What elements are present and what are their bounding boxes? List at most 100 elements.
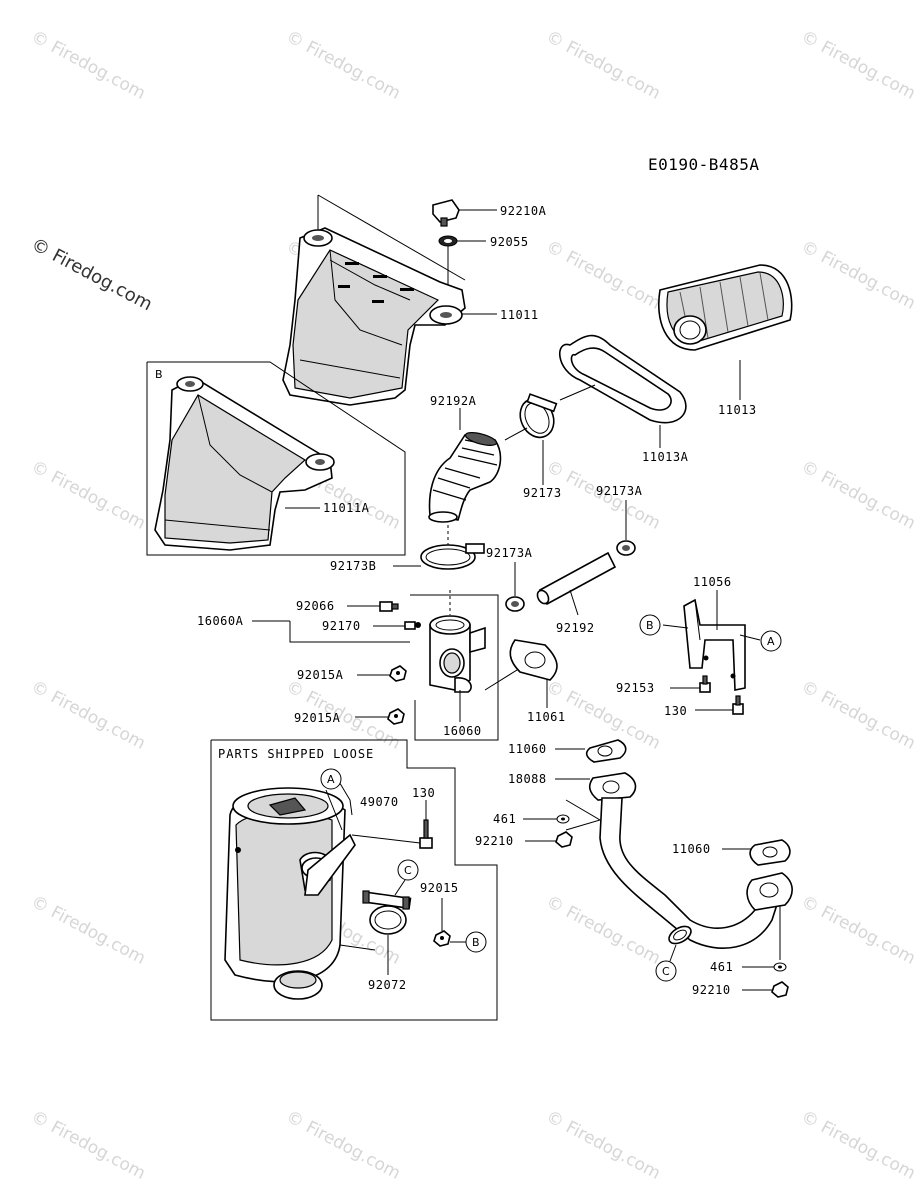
part-92055-washer [438, 235, 458, 247]
part-label-92173B: 92173B [330, 559, 376, 573]
part-label-92015A-1: 92015A [297, 668, 344, 682]
leader-line [394, 879, 406, 896]
part-18088-exhaust-pipe [588, 772, 793, 949]
corner-watermark: © Firedog.com [28, 234, 156, 315]
parts-shipped-loose-box [210, 739, 498, 1021]
part-92173B-clamp [420, 543, 485, 570]
part-label-130-right: 130 [664, 704, 687, 718]
part-92210-nut-bottom [771, 981, 789, 998]
watermark-text: © Firedog.com [798, 677, 917, 754]
part-461-washer-mid [556, 814, 570, 824]
part-11013A-pre-cleaner [558, 334, 687, 424]
part-label-11013: 11013 [718, 403, 757, 417]
bracket-16060A [289, 621, 410, 643]
part-92015A-nut-2 [387, 708, 405, 725]
callout-a-loose: A [320, 768, 342, 790]
part-92173A-clamp-mid [505, 596, 525, 612]
part-label-11011: 11011 [500, 308, 539, 322]
svg-text:A: A [767, 635, 775, 648]
part-label-92055: 92055 [490, 235, 529, 249]
box-16060 [410, 594, 499, 741]
part-92173A-clamp-top [616, 540, 636, 556]
part-label-92210-bottom: 92210 [692, 983, 731, 997]
part-label-92210A: 92210A [500, 204, 547, 218]
leader-line [565, 799, 602, 831]
part-label-92192A: 92192A [430, 394, 477, 408]
part-11061-gasket [509, 639, 558, 681]
part-92210-nut-mid [555, 831, 573, 848]
watermark-text: © Firedog.com [28, 892, 149, 969]
leader-line [739, 634, 761, 641]
watermark-text: © Firedog.com [798, 237, 917, 314]
leader-line [669, 944, 677, 962]
part-label-11013A: 11013A [642, 450, 689, 464]
part-label-92192: 92192 [556, 621, 595, 635]
part-130-bolt-right [732, 695, 744, 715]
part-16060-inlet-pipe [429, 615, 486, 693]
part-11011A-air-cleaner-cover-alt [154, 376, 335, 551]
part-92153-bolt [699, 675, 711, 693]
part-label-11056: 11056 [693, 575, 732, 589]
watermark-text: © Firedog.com [543, 237, 664, 314]
part-49070-muffler [224, 787, 356, 1000]
callout-c-loose: C [397, 859, 419, 881]
part-label-130-loose: 130 [412, 786, 435, 800]
part-92066-screw [379, 601, 399, 612]
part-label-92173A-top: 92173A [596, 484, 643, 498]
watermark-text: © Firedog.com [543, 27, 664, 104]
part-label-92210-mid: 92210 [475, 834, 514, 848]
part-label-92015: 92015 [420, 881, 459, 895]
watermark-text: © Firedog.com [28, 1107, 149, 1184]
parts-shipped-loose-label: PARTS SHIPPED LOOSE [218, 747, 374, 761]
part-92192-hose [536, 551, 617, 606]
part-92170-clip [404, 621, 421, 630]
part-label-18088: 18088 [508, 772, 547, 786]
watermark-text: © Firedog.com [798, 457, 917, 534]
part-label-92153: 92153 [616, 681, 655, 695]
svg-text:B: B [472, 936, 480, 949]
part-11060-gasket-bottom [749, 839, 791, 866]
part-labels: 92210A 92055 11011 11013 11013A 92192A 9… [197, 204, 757, 997]
leader-line [317, 194, 466, 281]
watermark-text: © Firedog.com [28, 677, 149, 754]
part-461-washer-bottom [773, 962, 787, 972]
watermark-text: © Firedog.com [283, 1107, 404, 1184]
part-label-11060-top: 11060 [508, 742, 547, 756]
part-label-92066: 92066 [296, 599, 335, 613]
leader-line [569, 589, 579, 616]
watermark-text: © Firedog.com [283, 27, 404, 104]
watermark-layer: © Firedog.com © Firedog.com © Firedog.co… [28, 27, 917, 1184]
watermark-text: © Firedog.com [543, 1107, 664, 1184]
leader-line [662, 624, 689, 629]
svg-text:C: C [404, 864, 412, 877]
part-130-bolt-loose [419, 819, 433, 849]
leader-line [337, 779, 353, 816]
part-label-92173: 92173 [523, 486, 562, 500]
leader-line [351, 834, 421, 844]
leader-line [325, 789, 343, 831]
watermark-text: © Firedog.com [28, 457, 149, 534]
part-92173-clamp [519, 393, 558, 439]
part-label-11061: 11061 [527, 710, 566, 724]
svg-text:C: C [662, 965, 670, 978]
part-label-11060-bottom: 11060 [672, 842, 711, 856]
svg-text:B: B [646, 619, 654, 632]
part-92210A-cap [432, 199, 460, 227]
callout-a-bracket: A [760, 630, 782, 652]
part-label-49070: 49070 [360, 795, 399, 809]
part-label-16060A: 16060A [197, 614, 244, 628]
part-11056-bracket [683, 598, 746, 691]
part-92072-clamp [362, 890, 412, 935]
part-label-11011A: 11011A [323, 501, 370, 515]
box-b-outline [146, 361, 406, 556]
callout-b-bracket: B [639, 614, 661, 636]
svg-text:A: A [327, 773, 335, 786]
leader-line [339, 944, 376, 951]
callout-c-pipe: C [655, 960, 677, 982]
part-label-92173A-mid: 92173A [486, 546, 533, 560]
callout-b-loose: B [465, 931, 487, 953]
part-11011-air-cleaner-cover [282, 227, 466, 406]
part-92015A-nut-1 [389, 665, 407, 682]
